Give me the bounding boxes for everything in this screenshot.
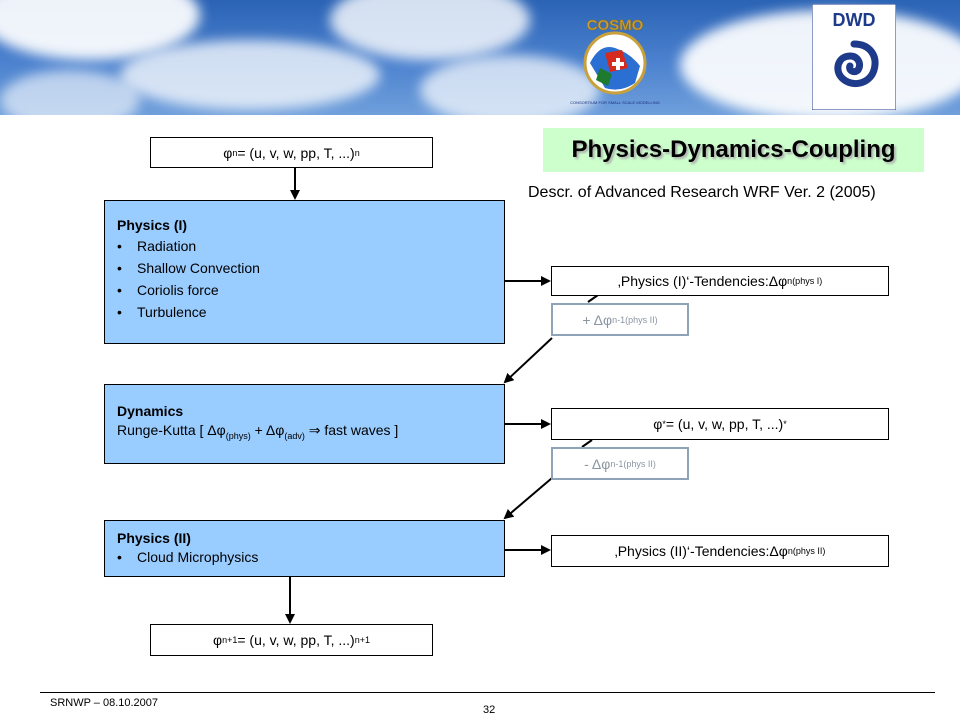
dynamics-box: Dynamics Runge-Kutta [ Δφ(phys) + Δφ(adv… <box>104 384 505 464</box>
footer-divider <box>40 692 935 693</box>
physics-2-title: Physics (II) <box>117 530 191 546</box>
dwd-wordmark: DWD <box>833 10 876 30</box>
connector-tend1-to-add <box>587 294 599 303</box>
physics-1-title: Physics (I) <box>117 217 188 233</box>
cosmo-wordmark: COSMO <box>587 17 644 34</box>
footer-event: SRNWP – 08.10.2007 <box>50 697 159 709</box>
page-number: 32 <box>483 704 496 716</box>
state-star-box: φ* = (u, v, w, pp, T, ...)* <box>551 408 889 440</box>
dynamics-title: Dynamics <box>117 403 184 419</box>
connector-star-to-sub <box>581 439 593 448</box>
reference-text: Descr. of Advanced Research WRF Ver. 2 (… <box>528 184 876 201</box>
physics-2-box: Physics (II) Cloud Microphysics <box>104 520 505 577</box>
list-item: Radiation <box>117 235 504 257</box>
dwd-logo: DWD <box>812 4 896 110</box>
physics-1-box: Physics (I) Radiation Shallow Convection… <box>104 200 505 344</box>
page-title: Physics-Dynamics-Coupling <box>543 128 924 172</box>
list-item: Turbulence <box>117 301 504 323</box>
arrow-add-to-dynamics <box>503 337 553 384</box>
cosmo-logo: COSMO CONSORTIUM FOR SMALL SCALE MODELLI… <box>570 17 660 105</box>
list-item: Shallow Convection <box>117 257 504 279</box>
dynamics-equation: Runge-Kutta [ Δφ(phys) + Δφ(adv) ⇒ fast … <box>117 422 399 441</box>
cosmo-ring-text: CONSORTIUM FOR SMALL SCALE MODELLING <box>570 100 660 105</box>
arrow-sub-to-physics2 <box>503 477 553 520</box>
list-item: Coriolis force <box>117 279 504 301</box>
header-banner: COSMO CONSORTIUM FOR SMALL SCALE MODELLI… <box>0 0 960 115</box>
list-item: Cloud Microphysics <box>117 546 504 568</box>
